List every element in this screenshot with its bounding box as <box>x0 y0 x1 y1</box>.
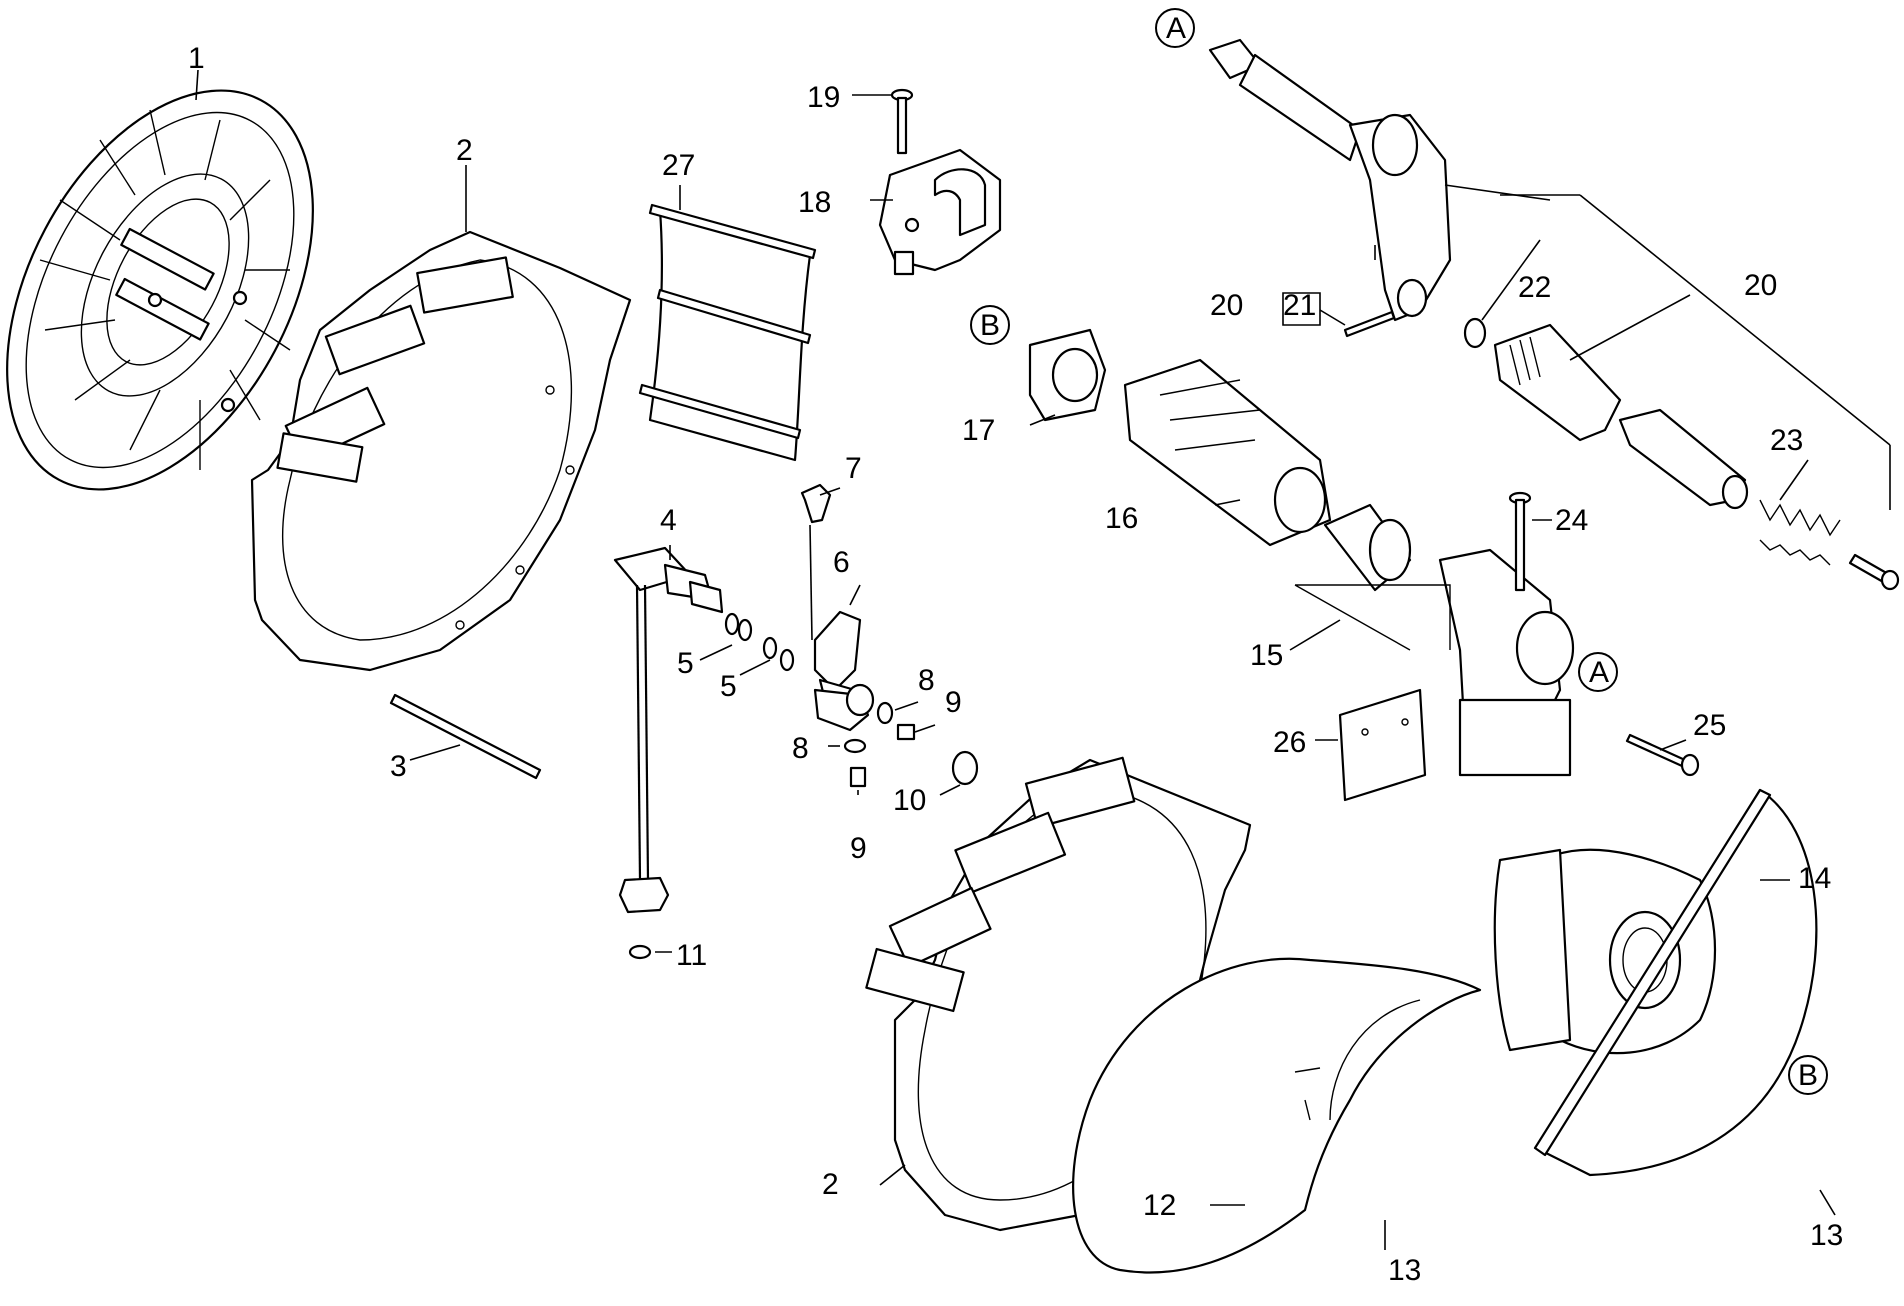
marker-a-top-label: A <box>1166 12 1186 45</box>
callout-15: 15 <box>1250 639 1283 672</box>
marker-a-right: A <box>1578 652 1618 692</box>
callout-12: 12 <box>1143 1189 1176 1222</box>
callout-8-a: 8 <box>918 664 935 697</box>
part-10-retaining-ring <box>951 750 979 786</box>
part-24-bolt <box>1508 491 1532 592</box>
part-9-plug-screw <box>849 723 916 788</box>
part-14-hub-shield <box>1493 788 1818 1177</box>
part-20-spring-housing <box>1493 323 1622 442</box>
callout-22: 22 <box>1518 271 1551 304</box>
leader-lines <box>195 69 1891 1250</box>
part-23-spring <box>1759 499 1841 566</box>
part-2-frame-upper <box>250 230 632 672</box>
callout-20-a: 20 <box>1210 289 1243 322</box>
callout-2-lower: 2 <box>822 1168 839 1201</box>
marker-a-top: A <box>1155 8 1195 48</box>
part-21-pin <box>1343 310 1396 338</box>
callout-4: 4 <box>660 504 677 537</box>
callout-13-a: 13 <box>1388 1254 1421 1287</box>
callout-labels: 1 2 2 3 4 5 5 6 7 8 8 9 9 10 11 12 13 13… <box>188 42 1843 1287</box>
callout-20-b: 20 <box>1744 269 1777 302</box>
callout-26: 26 <box>1273 726 1306 759</box>
part-27-cover-sheet <box>638 203 817 462</box>
marker-a-right-label: A <box>1589 656 1609 689</box>
part-7-clip <box>800 483 832 524</box>
part-15-bearing-assembly <box>1294 503 1575 777</box>
callout-18: 18 <box>798 186 831 219</box>
callout-8-b: 8 <box>792 732 809 765</box>
callout-24: 24 <box>1555 504 1588 537</box>
callout-7: 7 <box>845 452 862 485</box>
part-1-reel-drum <box>6 89 314 491</box>
part-3-axle-rod <box>389 693 542 780</box>
part-4-swivel-fitting <box>613 546 724 914</box>
callout-9-b: 9 <box>850 832 867 865</box>
callout-17: 17 <box>962 414 995 447</box>
marker-b-right: B <box>1788 1055 1828 1095</box>
marker-b-right-label: B <box>1798 1059 1818 1092</box>
part-19-screw <box>890 88 914 155</box>
callout-9-a: 9 <box>945 686 962 719</box>
callout-19: 19 <box>807 81 840 114</box>
part-crank-handle <box>1208 38 1452 322</box>
part-20-locking-pin <box>1848 553 1900 591</box>
part-5-o-rings <box>724 612 795 672</box>
callout-27: 27 <box>662 149 695 182</box>
callout-10: 10 <box>893 784 926 817</box>
callout-23: 23 <box>1770 424 1803 457</box>
part-8-seal-ring <box>843 701 894 754</box>
part-25-bolt <box>1625 733 1700 777</box>
part-17-drive-coupling <box>1028 328 1107 422</box>
callout-11: 11 <box>676 939 707 972</box>
part-20-plunger <box>1618 408 1749 510</box>
callout-16: 16 <box>1105 502 1138 535</box>
callout-6: 6 <box>833 546 850 579</box>
part-18-bracket <box>878 148 1002 276</box>
part-22-circlip <box>1463 317 1487 349</box>
callout-2-upper: 2 <box>456 134 473 167</box>
part-12-cover-disc <box>1072 957 1482 1274</box>
part-11-gasket <box>628 944 652 960</box>
callout-13-b: 13 <box>1810 1219 1843 1252</box>
callout-14: 14 <box>1798 862 1831 895</box>
callout-3: 3 <box>390 750 407 783</box>
callout-25: 25 <box>1693 709 1726 742</box>
part-16-shaft-sleeve <box>1123 358 1332 547</box>
callout-21: 21 <box>1283 289 1316 322</box>
callout-5-b: 5 <box>720 670 737 703</box>
part-6-tee-fitting <box>809 524 875 732</box>
marker-b-left-label: B <box>980 309 1000 342</box>
marker-b-left: B <box>970 305 1010 345</box>
callout-5-a: 5 <box>677 647 694 680</box>
callout-1: 1 <box>188 42 205 75</box>
part-26-label-plate <box>1338 688 1427 802</box>
